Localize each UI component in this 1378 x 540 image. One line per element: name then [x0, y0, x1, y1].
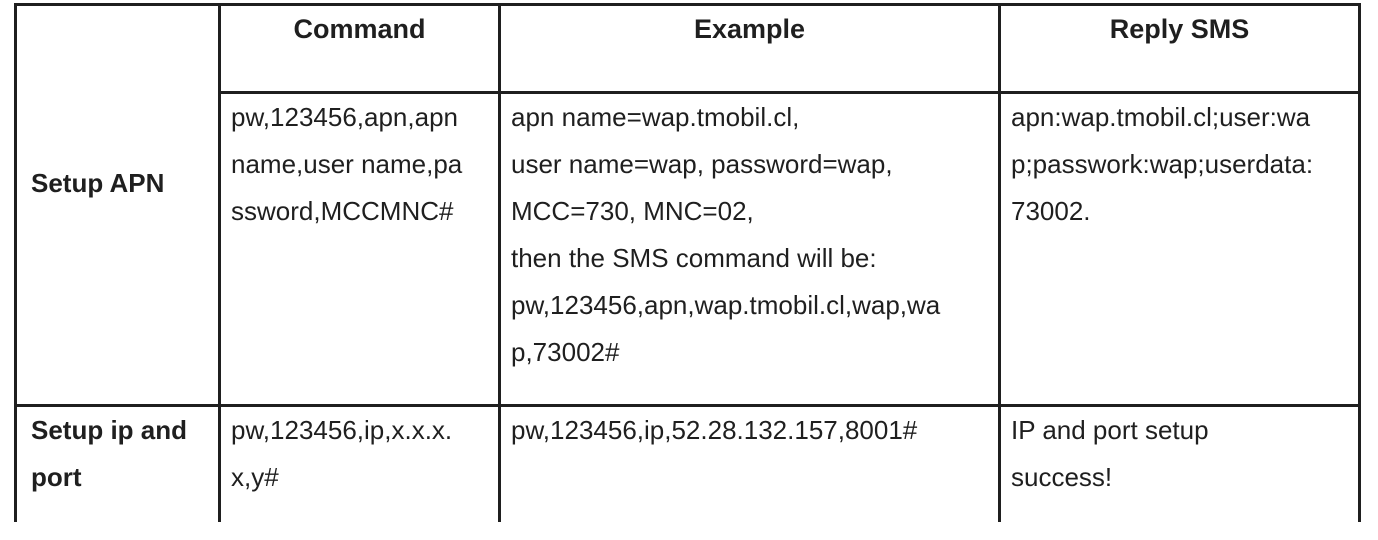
setup-ip-reply-cell: IP and port setup success! — [998, 404, 1361, 522]
column-header-reply-sms: Reply SMS — [998, 3, 1361, 94]
table-row-setup-apn: pw,123456,apn,apn name,user name,pa sswo… — [16, 91, 1361, 407]
column-header-command: Command — [218, 3, 501, 94]
setup-ip-command-cell: pw,123456,ip,x.x.x. x,y# — [218, 404, 501, 522]
table-header-row: Setup APN Command Example Reply SMS — [14, 3, 1361, 407]
setup-apn-example-cell: apn name=wap.tmobil.cl, user name=wap, p… — [498, 91, 1001, 407]
column-header-example: Example — [498, 3, 1001, 94]
setup-apn-reply-cell: apn:wap.tmobil.cl;user:wa p;passwork:wap… — [998, 91, 1361, 407]
setup-apn-command-cell: pw,123456,apn,apn name,user name,pa sswo… — [218, 91, 501, 407]
row-label-setup-apn: Setup APN — [14, 3, 221, 407]
row-label-setup-ip-port: Setup ip and port — [14, 404, 221, 522]
sms-command-table: Setup APN Command Example Reply SMS pw,1… — [14, 3, 1361, 522]
setup-ip-example-cell: pw,123456,ip,52.28.132.157,8001# — [498, 404, 1001, 522]
table-row-setup-ip-port: Setup ip and port pw,123456,ip,x.x.x. x,… — [14, 404, 1361, 522]
